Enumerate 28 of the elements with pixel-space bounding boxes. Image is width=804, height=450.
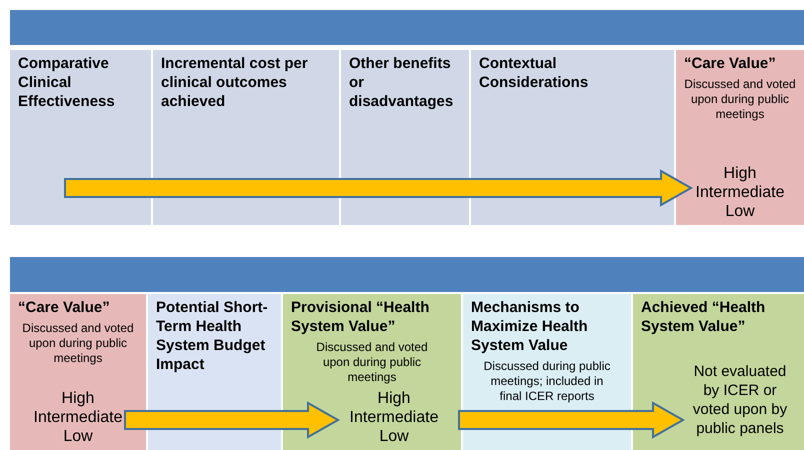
- header-bar: [10, 10, 804, 45]
- column-heading: “Care Value”: [684, 54, 777, 73]
- column-panel: [633, 294, 804, 450]
- note-text: Discussed and voted upon during public meetings: [21, 321, 135, 366]
- rating-text: High Intermediate Low: [350, 389, 438, 446]
- column-panel: [283, 294, 461, 450]
- column-heading: Incremental cost per clinical outcomes achieved: [161, 54, 309, 111]
- column-heading: Mechanisms to Maximize Health System Value: [471, 298, 589, 355]
- block-arrow: [458, 401, 686, 439]
- rating-text: High Intermediate Low: [34, 389, 122, 446]
- column-panel: [10, 294, 146, 450]
- column-heading: Potential Short-Term Health System Budget Impact: [156, 298, 269, 374]
- note-text: Not evaluated by ICER or voted upon by public panels: [692, 362, 788, 438]
- note-text: Discussed and voted upon during public meetings: [684, 77, 796, 122]
- block-arrow: [64, 169, 694, 207]
- note-text: Discussed and voted upon during public meetings: [315, 340, 429, 385]
- column-heading: Provisional “Health System Value”: [291, 298, 430, 336]
- column-panel: [676, 50, 804, 225]
- column-heading: Other benefits or disadvantages: [349, 54, 454, 111]
- column-heading: “Care Value”: [18, 298, 111, 317]
- header-bar: [10, 257, 804, 292]
- rating-text: High Intermediate Low: [696, 164, 784, 221]
- block-arrow: [124, 401, 340, 439]
- column-heading: Comparative Clinical Effectiveness: [18, 54, 116, 111]
- column-heading: Contextual Considerations: [479, 54, 590, 92]
- column-heading: Achieved “Health System Value”: [641, 298, 766, 336]
- column-panel: [10, 50, 151, 225]
- note-text: Discussed during public meetings; included in final ICER reports: [482, 359, 612, 404]
